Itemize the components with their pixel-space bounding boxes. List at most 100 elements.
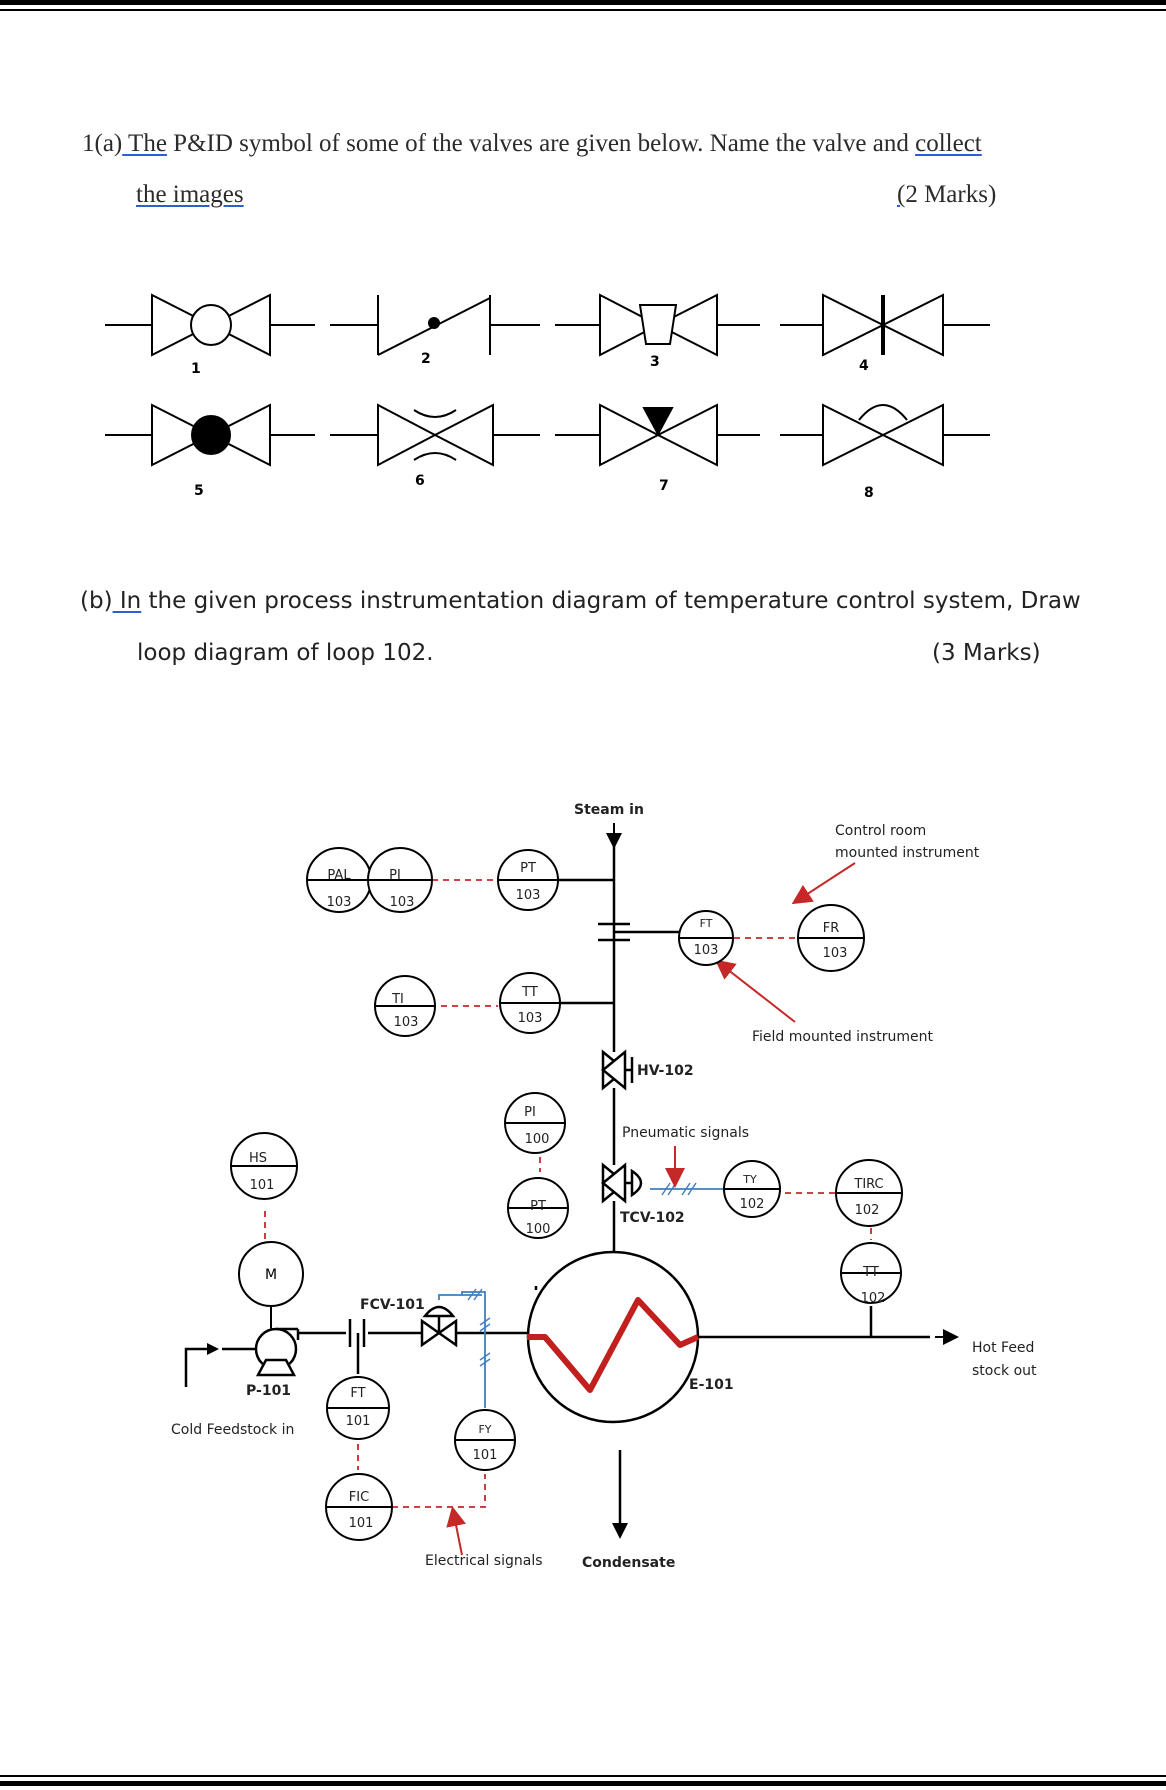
ft-103-num: 103 bbox=[694, 943, 719, 958]
question-b-text: the given process instrumentation diagra… bbox=[141, 588, 1081, 614]
tcv-102-valve bbox=[601, 1162, 643, 1204]
label-e-101: E-101 bbox=[689, 1377, 734, 1393]
instrument-fy-101: FY 101 bbox=[454, 1409, 516, 1471]
instrument-pt-100: PT 100 bbox=[507, 1177, 569, 1239]
question-b-marks: (3 Marks) bbox=[932, 640, 1041, 666]
label-hv-102: HV-102 bbox=[637, 1063, 694, 1079]
marks-open-paren: ( bbox=[897, 181, 906, 208]
instrument-tirc-102: TIRC 102 bbox=[835, 1159, 903, 1227]
pi-103-num: 103 bbox=[390, 895, 415, 910]
top-rule-thin bbox=[0, 9, 1166, 11]
ty-102-num: 102 bbox=[740, 1197, 765, 1212]
top-rule-thick bbox=[0, 0, 1166, 5]
valve-label-2: 2 bbox=[421, 351, 431, 367]
ti-103-tag: TI bbox=[391, 992, 404, 1007]
bottom-rule-thick bbox=[0, 1781, 1166, 1786]
instrument-pi-103: PI 103 bbox=[367, 847, 433, 913]
question-a-the-images: the images bbox=[136, 181, 244, 208]
valve-symbol-1 bbox=[105, 293, 315, 357]
feed-orifice-plate bbox=[348, 1319, 366, 1347]
instrument-tt-102: TT 102 bbox=[840, 1242, 902, 1306]
valve-symbol-8 bbox=[780, 403, 990, 467]
label-control-room-2: mounted instrument bbox=[835, 845, 980, 861]
question-a-prefix: 1(a) bbox=[82, 130, 123, 157]
label-steam-in: Steam in bbox=[574, 802, 644, 818]
valve-symbol-2 bbox=[330, 295, 540, 356]
pump-p-101 bbox=[253, 1327, 300, 1377]
instrument-hs-101: HS 101 bbox=[230, 1132, 298, 1200]
fic-101-num: 101 bbox=[349, 1516, 374, 1531]
valve-symbol-6 bbox=[330, 403, 540, 467]
label-pneumatic: Pneumatic signals bbox=[622, 1125, 749, 1141]
valve-label-4: 4 bbox=[859, 358, 869, 374]
question-a-collect: collect bbox=[915, 130, 982, 157]
heat-exchanger-e-101 bbox=[526, 1250, 700, 1424]
tt-102-tag: TT bbox=[862, 1265, 879, 1280]
instrument-ti-103: TI 103 bbox=[374, 975, 436, 1037]
fr-103-tag: FR bbox=[823, 921, 840, 936]
label-hot-feed-1: Hot Feed bbox=[972, 1340, 1034, 1356]
question-a-underlined: The bbox=[122, 130, 167, 157]
valve-symbols: 1 2 3 4 5 6 7 8 bbox=[105, 293, 990, 501]
bottom-rule-thin bbox=[0, 1775, 1166, 1777]
tt-103-num: 103 bbox=[518, 1011, 543, 1026]
valve-symbol-3 bbox=[555, 293, 760, 357]
flow-arrows bbox=[200, 823, 959, 1539]
question-b-prefix: (b) bbox=[80, 588, 113, 614]
pid-diagram: M bbox=[171, 802, 1037, 1571]
fcv-101-valve bbox=[420, 1305, 458, 1348]
steam-orifice-plate bbox=[598, 922, 630, 942]
pt-100-tag: PT bbox=[530, 1199, 546, 1214]
hs-101-num: 101 bbox=[250, 1178, 275, 1193]
question-a-line1: 1(a) The P&ID symbol of some of the valv… bbox=[82, 130, 982, 158]
ft-101-num: 101 bbox=[346, 1414, 371, 1429]
process-lines bbox=[184, 838, 930, 1528]
pt-103-num: 103 bbox=[516, 888, 541, 903]
question-a-marks: (2 Marks) bbox=[897, 181, 996, 209]
label-p-101: P-101 bbox=[246, 1383, 291, 1399]
pi-100-num: 100 bbox=[525, 1132, 550, 1147]
motor-m: M bbox=[238, 1241, 304, 1329]
ty-102-tag: TY bbox=[742, 1173, 757, 1186]
label-hot-feed-2: stock out bbox=[972, 1363, 1037, 1379]
hv-102-valve bbox=[601, 1049, 634, 1091]
fy-101-num: 101 bbox=[473, 1448, 498, 1463]
valve-label-7: 7 bbox=[659, 478, 669, 494]
ft-101-tag: FT bbox=[350, 1386, 365, 1401]
pal-103-tag: PAL bbox=[327, 868, 351, 883]
instrument-bubbles: PAL 103 PI 103 PT 103 FT 103 FR bbox=[230, 847, 903, 1541]
fic-101-tag: FIC bbox=[349, 1490, 369, 1505]
question-b-line2: loop diagram of loop 102. bbox=[137, 640, 434, 666]
ti-103-num: 103 bbox=[394, 1015, 419, 1030]
valve-label-3: 3 bbox=[650, 354, 660, 370]
label-condensate: Condensate bbox=[582, 1555, 675, 1571]
tt-102-num: 102 bbox=[861, 1291, 886, 1306]
instrument-pal-103: PAL 103 bbox=[306, 847, 372, 913]
valve-label-1: 1 bbox=[191, 361, 201, 377]
label-fcv-101: FCV-101 bbox=[360, 1297, 425, 1313]
marks-text: 2 Marks) bbox=[905, 181, 997, 208]
question-a-text: P&ID symbol of some of the valves are gi… bbox=[166, 130, 916, 157]
label-cold-feed: Cold Feedstock in bbox=[171, 1422, 294, 1438]
valve-symbol-7 bbox=[555, 403, 760, 467]
valve-label-6: 6 bbox=[415, 473, 425, 489]
instrument-fic-101: FIC 101 bbox=[325, 1473, 393, 1541]
valve-symbol-5 bbox=[105, 403, 315, 467]
instrument-ft-103: FT 103 bbox=[678, 910, 734, 966]
instrument-fr-103: FR 103 bbox=[797, 904, 865, 972]
pt-100-num: 100 bbox=[526, 1222, 551, 1237]
diagram-labels: Steam in Control room mounted instrument… bbox=[171, 802, 1037, 1571]
annotation-arrows bbox=[446, 862, 856, 1556]
hs-101-tag: HS bbox=[249, 1151, 267, 1166]
tt-103-tag: TT bbox=[521, 985, 538, 1000]
instrument-ft-101: FT 101 bbox=[326, 1376, 390, 1440]
valve-label-5: 5 bbox=[194, 483, 204, 499]
pi-103-tag: PI bbox=[389, 868, 401, 883]
label-electrical: Electrical signals bbox=[425, 1553, 543, 1569]
tirc-102-tag: TIRC bbox=[853, 1177, 883, 1192]
motor-label: M bbox=[265, 1267, 277, 1283]
instrument-ty-102: TY 102 bbox=[723, 1160, 781, 1218]
label-control-room-1: Control room bbox=[835, 823, 926, 839]
pi-100-tag: PI bbox=[524, 1105, 536, 1120]
tirc-102-num: 102 bbox=[855, 1203, 880, 1218]
